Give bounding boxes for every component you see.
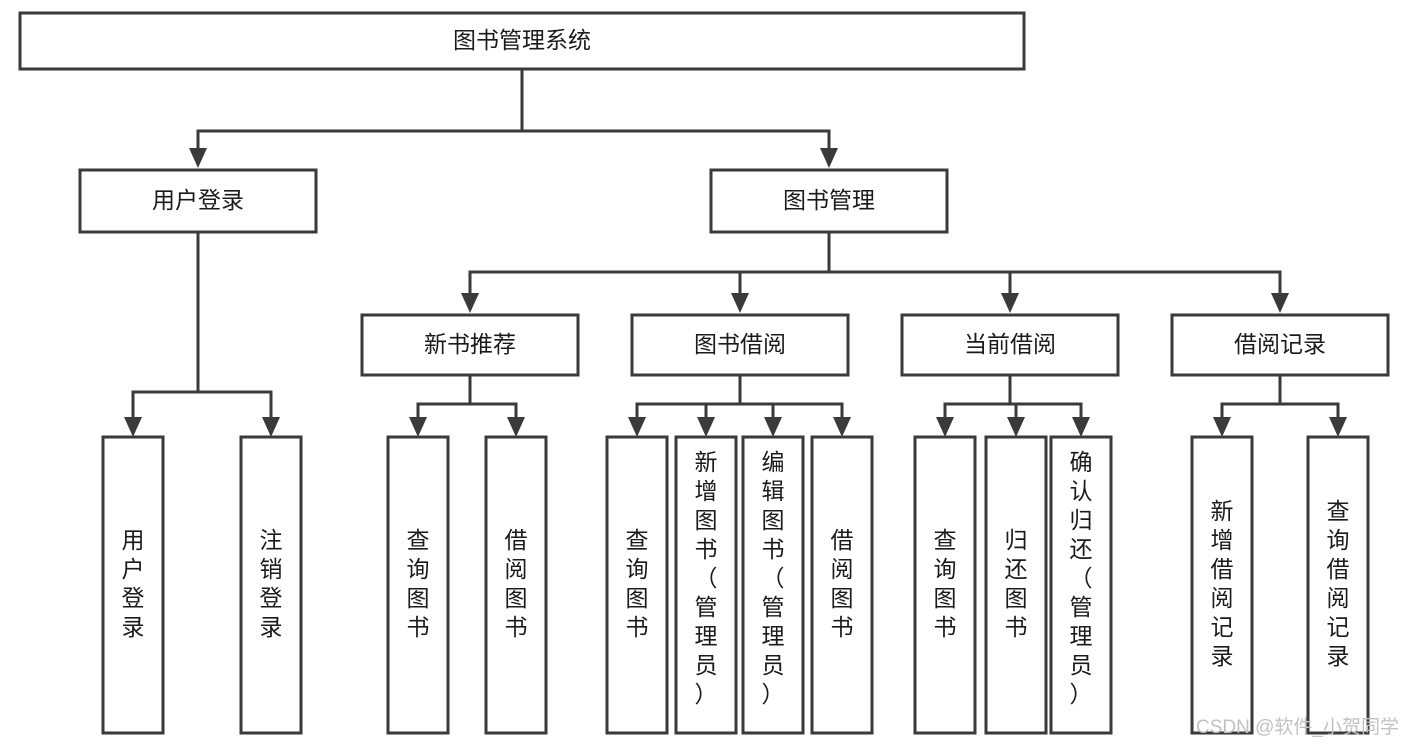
node-book-management[interactable]: 图书管理 — [709, 168, 949, 234]
node-label-current-borrow: 当前借阅 — [964, 331, 1056, 357]
connector-new-book-to-leaves — [409, 373, 525, 437]
arrow-head-icon — [628, 417, 646, 437]
node-box-leaf-query-book-1 — [386, 435, 450, 735]
node-label-leaf-query-book-2: 查询图书 — [626, 527, 649, 640]
arrow-head-icon — [1007, 417, 1025, 437]
nodes-layer: 图书管理系统用户登录图书管理新书推荐图书借阅当前借阅借阅记录用户登录注销登录查询… — [18, 11, 1390, 735]
node-box-leaf-confirm-return — [1049, 435, 1113, 735]
arrow-head-icon — [461, 293, 479, 313]
arrow-head-icon — [764, 417, 782, 437]
node-leaf-add-book[interactable]: 新增图书（管理员） — [674, 435, 738, 735]
node-label-root: 图书管理系统 — [453, 27, 591, 53]
node-leaf-query-book-1[interactable]: 查询图书 — [386, 435, 450, 735]
arrow-head-icon — [820, 148, 838, 168]
node-leaf-confirm-return[interactable]: 确认归还（管理员） — [1049, 435, 1113, 735]
connectors-layer — [124, 67, 1347, 437]
node-leaf-borrow-book-2[interactable]: 借阅图书 — [810, 435, 874, 735]
arrow-head-icon — [189, 148, 207, 168]
node-borrow-record[interactable]: 借阅记录 — [1170, 313, 1390, 377]
node-box-leaf-query-book-2 — [605, 435, 669, 735]
arrow-head-icon — [1329, 417, 1347, 437]
node-leaf-user-login[interactable]: 用户登录 — [101, 435, 165, 735]
arrow-head-icon — [409, 417, 427, 437]
node-leaf-edit-book[interactable]: 编辑图书（管理员） — [741, 435, 805, 735]
node-box-leaf-return-book — [984, 435, 1048, 735]
node-box-book-management — [709, 168, 949, 234]
arrow-head-icon — [124, 417, 142, 437]
node-label-leaf-borrow-book-1: 借阅图书 — [505, 527, 528, 640]
connector-book-management-to-level3 — [461, 230, 1289, 313]
node-label-borrow-record: 借阅记录 — [1234, 331, 1326, 357]
arrow-head-icon — [1213, 417, 1231, 437]
node-label-leaf-add-book: 新增图书（管理员） — [695, 449, 718, 707]
connector-current-borrow-to-leaves — [936, 373, 1090, 437]
node-box-leaf-borrow-book-2 — [810, 435, 874, 735]
node-label-new-book-recommend: 新书推荐 — [424, 331, 516, 357]
node-current-borrow[interactable]: 当前借阅 — [900, 313, 1120, 377]
node-label-leaf-user-logout: 注销登录 — [260, 527, 283, 640]
connector-user-login-to-leaves — [124, 230, 280, 437]
node-label-leaf-borrow-book-2: 借阅图书 — [831, 527, 854, 640]
node-label-user-login: 用户登录 — [152, 187, 244, 213]
node-box-leaf-borrow-book-1 — [484, 435, 548, 735]
node-box-borrow-record — [1170, 313, 1390, 377]
arrow-head-icon — [833, 417, 851, 437]
node-label-leaf-query-book-1: 查询图书 — [407, 527, 430, 640]
node-user-login[interactable]: 用户登录 — [78, 168, 318, 234]
node-leaf-query-book-2[interactable]: 查询图书 — [605, 435, 669, 735]
arrow-head-icon — [697, 417, 715, 437]
node-label-leaf-return-book: 归还图书 — [1005, 527, 1028, 640]
node-box-leaf-add-book — [674, 435, 738, 735]
arrow-head-icon — [1271, 293, 1289, 313]
connector-borrow-record-to-leaves — [1213, 373, 1347, 437]
node-label-book-borrow: 图书借阅 — [694, 331, 786, 357]
node-root[interactable]: 图书管理系统 — [18, 11, 1026, 71]
node-label-book-management: 图书管理 — [783, 187, 875, 213]
arrow-head-icon — [936, 417, 954, 437]
node-label-leaf-user-login: 用户登录 — [122, 527, 145, 640]
node-label-leaf-query-book-3: 查询图书 — [934, 527, 957, 640]
node-box-new-book-recommend — [360, 313, 580, 377]
node-box-user-login — [78, 168, 318, 234]
connector-book-borrow-to-leaves — [628, 373, 851, 437]
arrow-head-icon — [1001, 293, 1019, 313]
node-leaf-return-book[interactable]: 归还图书 — [984, 435, 1048, 735]
node-box-leaf-query-borrow-record — [1306, 435, 1370, 735]
node-box-leaf-query-book-3 — [913, 435, 977, 735]
arrow-head-icon — [507, 417, 525, 437]
node-box-leaf-add-borrow-record — [1190, 435, 1254, 735]
node-leaf-user-logout[interactable]: 注销登录 — [239, 435, 303, 735]
node-label-leaf-query-borrow-record: 查询借阅记录 — [1327, 498, 1350, 669]
node-box-book-borrow — [630, 313, 850, 377]
node-box-current-borrow — [900, 313, 1120, 377]
csdn-watermark: CSDN @软件_小贺同学 — [1196, 716, 1399, 738]
node-leaf-query-borrow-record[interactable]: 查询借阅记录 — [1306, 435, 1370, 735]
node-new-book-recommend[interactable]: 新书推荐 — [360, 313, 580, 377]
node-leaf-borrow-book-1[interactable]: 借阅图书 — [484, 435, 548, 735]
node-box-leaf-edit-book — [741, 435, 805, 735]
node-leaf-add-borrow-record[interactable]: 新增借阅记录 — [1190, 435, 1254, 735]
node-leaf-query-book-3[interactable]: 查询图书 — [913, 435, 977, 735]
node-label-leaf-edit-book: 编辑图书（管理员） — [762, 449, 785, 707]
connector-root-to-level2 — [189, 67, 838, 168]
node-box-root — [18, 11, 1026, 71]
node-label-leaf-confirm-return: 确认归还（管理员） — [1070, 449, 1093, 707]
node-label-leaf-add-borrow-record: 新增借阅记录 — [1211, 498, 1234, 669]
arrow-head-icon — [1072, 417, 1090, 437]
arrow-head-icon — [731, 293, 749, 313]
arrow-head-icon — [262, 417, 280, 437]
node-box-leaf-user-login — [101, 435, 165, 735]
node-box-leaf-user-logout — [239, 435, 303, 735]
node-book-borrow[interactable]: 图书借阅 — [630, 313, 850, 377]
